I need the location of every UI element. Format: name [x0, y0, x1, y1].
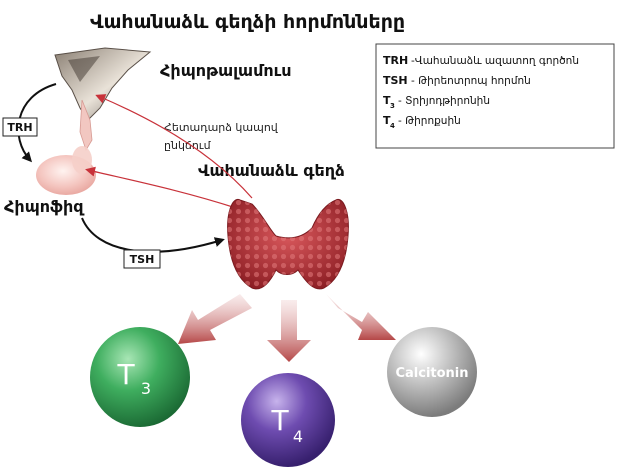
legend-desc-t3: - Տրիյոդթիրոնին — [398, 95, 490, 107]
trh-tag-box — [2, 117, 38, 137]
feedback-label-line2: ընկճում — [164, 139, 212, 152]
pituitary-illustration — [36, 146, 96, 195]
t3-sphere — [90, 327, 190, 427]
diagram-title: Վահանաձև գեղձի հորմոնները — [90, 11, 405, 33]
tsh-tag-text: TSH — [130, 253, 155, 266]
legend-sub-t4: 4 — [390, 122, 395, 130]
legend-abbr-t4: T — [383, 114, 391, 127]
t4-sphere — [241, 373, 335, 467]
pituitary-label: Հիպոֆիզ — [4, 197, 85, 216]
legend-sub-t3: 3 — [390, 102, 395, 110]
tsh-tag-box — [123, 249, 161, 269]
tsh-arrow — [81, 217, 225, 253]
output-arrow-calcitonin — [326, 294, 396, 340]
t4-sphere-sub: 4 — [293, 427, 303, 446]
hypothalamus-illustration — [54, 47, 152, 151]
t4-sphere-main: T — [270, 404, 289, 437]
legend-desc-tsh: - Թիրեոտրոպ հորմոն — [411, 75, 531, 87]
t3-sphere-main: T — [116, 358, 135, 391]
calcitonin-sphere-label: Calcitonin — [395, 366, 468, 381]
legend-abbr-trh: TRH — [383, 54, 408, 67]
thyroid-label: Վահանաձև գեղձ — [198, 161, 345, 180]
t3-sphere-sub: 3 — [141, 379, 151, 398]
feedback-arrow-pituitary — [85, 166, 237, 209]
thyroid-gland-illustration — [227, 199, 349, 290]
hypothalamus-label: Հիպոթալամուս — [160, 61, 292, 80]
legend-box: TRH -Վահանաձև ազատող գործոն TSH - Թիրեոտ… — [375, 43, 615, 149]
legend-abbr-tsh: TSH — [383, 74, 408, 87]
calcitonin-sphere — [387, 327, 477, 417]
output-arrow-t3 — [178, 294, 252, 344]
legend-desc-t4: - Թիրոքսին — [398, 115, 461, 127]
feedback-label-line1: Հետադարձ կապով — [164, 121, 279, 134]
legend-abbr-t3: T — [383, 94, 391, 107]
feedback-arrow-hypothalamus — [95, 94, 253, 199]
output-arrow-t4 — [267, 300, 311, 362]
trh-tag-text: TRH — [7, 121, 32, 134]
legend-desc-trh: -Վահանաձև ազատող գործոն — [411, 55, 579, 67]
